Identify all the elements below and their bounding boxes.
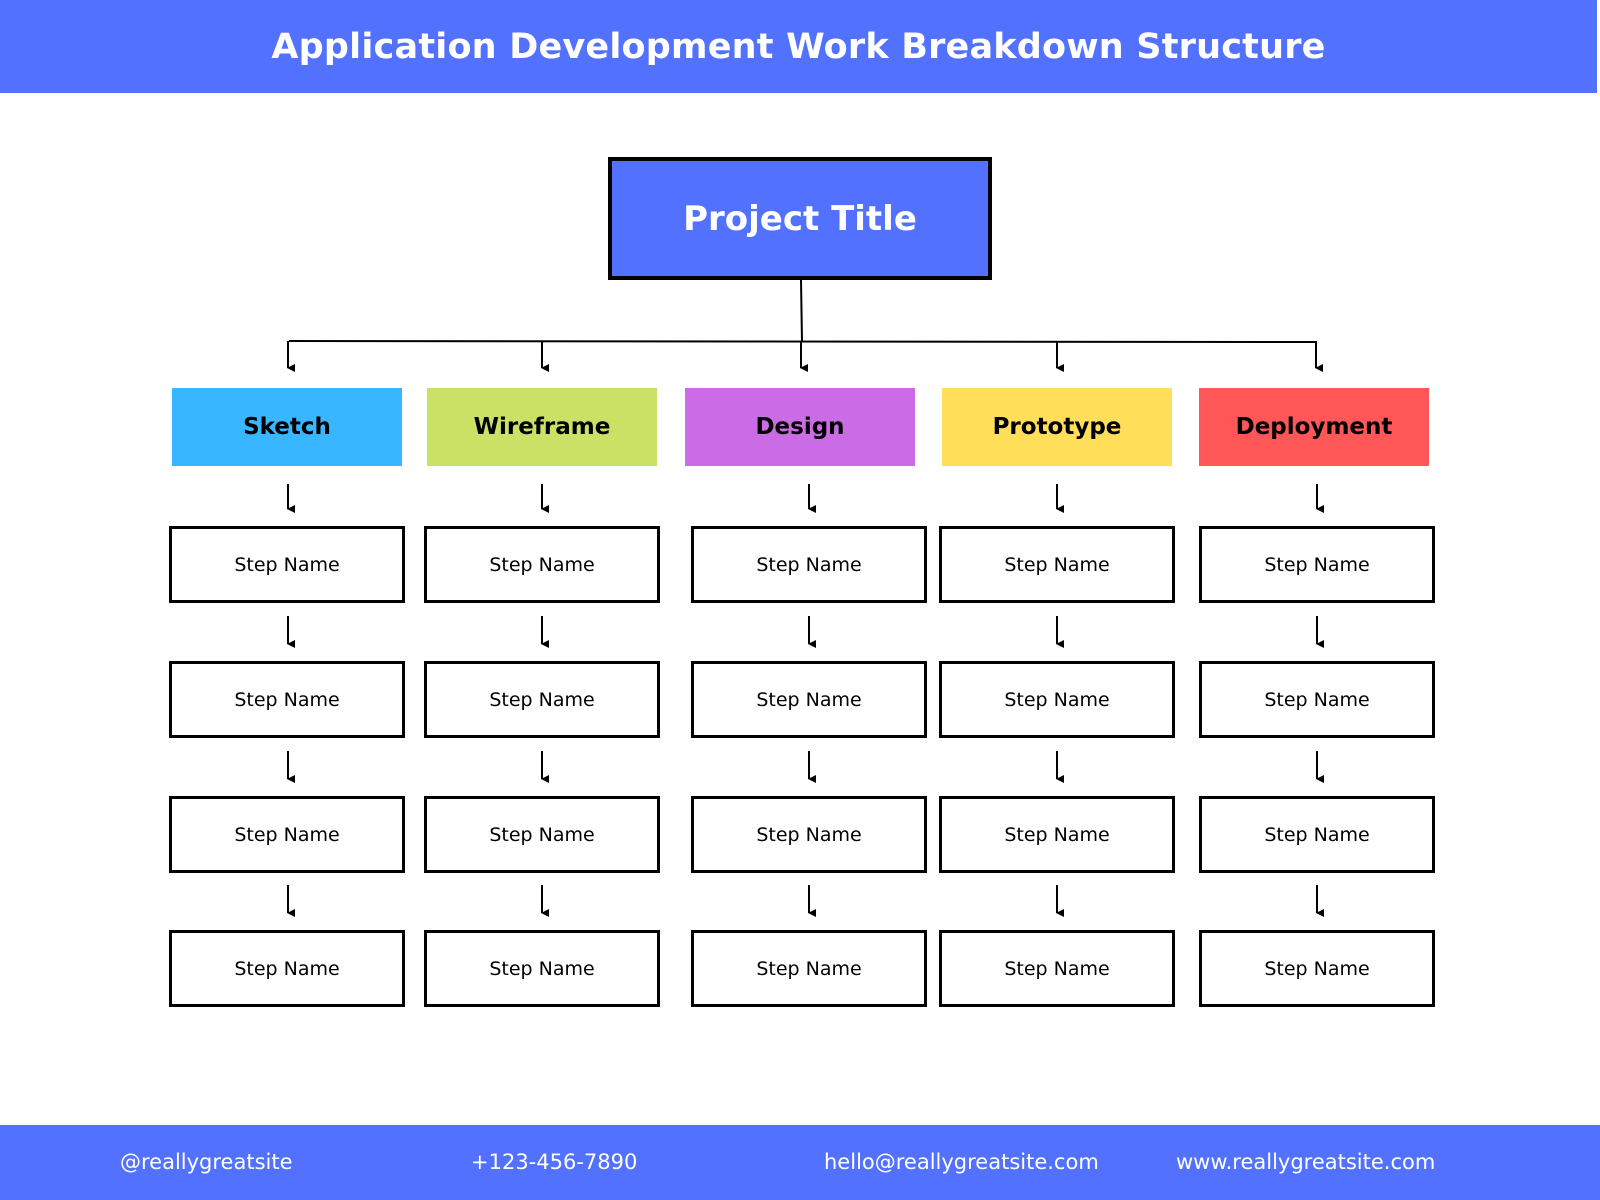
step-label: Step Name	[756, 688, 862, 711]
footer-website: www.reallygreatsite.com	[1176, 1150, 1436, 1174]
step-label: Step Name	[234, 688, 340, 711]
step-label: Step Name	[489, 553, 595, 576]
footer-bar: @reallygreatsite +123-456-7890 hello@rea…	[0, 1125, 1600, 1200]
step-box: Step Name	[169, 526, 405, 603]
step-box: Step Name	[424, 930, 660, 1007]
phase-label: Wireframe	[473, 414, 611, 440]
step-label: Step Name	[1264, 688, 1370, 711]
step-box: Step Name	[691, 796, 927, 873]
step-box: Step Name	[169, 930, 405, 1007]
footer-email: hello@reallygreatsite.com	[824, 1150, 1099, 1174]
step-box: Step Name	[169, 796, 405, 873]
step-label: Step Name	[1264, 553, 1370, 576]
step-box: Step Name	[424, 796, 660, 873]
footer-phone: +123-456-7890	[471, 1150, 638, 1174]
step-box: Step Name	[1199, 930, 1435, 1007]
step-box: Step Name	[939, 796, 1175, 873]
step-box: Step Name	[424, 526, 660, 603]
step-box: Step Name	[1199, 526, 1435, 603]
step-label: Step Name	[1004, 688, 1110, 711]
phase-deployment: Deployment	[1199, 388, 1429, 466]
root-node: Project Title	[608, 157, 992, 280]
phase-label: Sketch	[243, 414, 331, 440]
step-label: Step Name	[756, 553, 862, 576]
step-box: Step Name	[424, 661, 660, 738]
step-box: Step Name	[939, 526, 1175, 603]
step-label: Step Name	[234, 957, 340, 980]
step-box: Step Name	[939, 661, 1175, 738]
phase-wireframe: Wireframe	[427, 388, 657, 466]
footer-social: @reallygreatsite	[120, 1150, 293, 1174]
step-box: Step Name	[691, 930, 927, 1007]
step-box: Step Name	[691, 526, 927, 603]
phase-label: Deployment	[1235, 414, 1393, 440]
step-label: Step Name	[1264, 957, 1370, 980]
step-label: Step Name	[234, 823, 340, 846]
step-label: Step Name	[234, 553, 340, 576]
step-label: Step Name	[1004, 957, 1110, 980]
branch-bar-line	[288, 340, 1317, 343]
step-label: Step Name	[1264, 823, 1370, 846]
page-title: Application Development Work Breakdown S…	[271, 26, 1326, 67]
phase-label: Design	[755, 414, 845, 440]
step-box: Step Name	[1199, 661, 1435, 738]
step-label: Step Name	[756, 957, 862, 980]
step-box: Step Name	[939, 930, 1175, 1007]
step-box: Step Name	[691, 661, 927, 738]
phase-prototype: Prototype	[942, 388, 1172, 466]
step-box: Step Name	[1199, 796, 1435, 873]
step-label: Step Name	[489, 688, 595, 711]
root-trunk-line	[800, 279, 803, 343]
phase-sketch: Sketch	[172, 388, 402, 466]
step-label: Step Name	[756, 823, 862, 846]
step-label: Step Name	[1004, 823, 1110, 846]
step-label: Step Name	[489, 823, 595, 846]
step-label: Step Name	[489, 957, 595, 980]
phase-label: Prototype	[992, 414, 1122, 440]
phase-design: Design	[685, 388, 915, 466]
root-label: Project Title	[683, 198, 917, 239]
header-bar: Application Development Work Breakdown S…	[0, 0, 1597, 93]
step-box: Step Name	[169, 661, 405, 738]
step-label: Step Name	[1004, 553, 1110, 576]
